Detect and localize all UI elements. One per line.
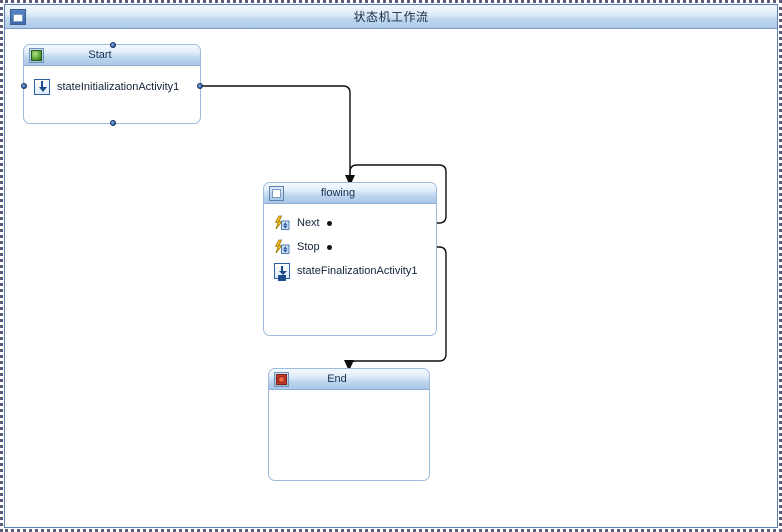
activity-label: stateFinalizationActivity1	[297, 265, 418, 277]
transition-start-to-flowing	[195, 85, 351, 175]
state-node-start[interactable]: Start stateInitializationActivity1	[21, 42, 203, 126]
activity-row-event-next[interactable]: Next	[264, 211, 436, 235]
connection-dot-left[interactable]	[21, 83, 27, 89]
workflow-canvas[interactable]: Start stateInitializationActivity1 flowi…	[5, 29, 777, 527]
activity-label: stateInitializationActivity1	[57, 81, 180, 93]
connection-dot-right[interactable]	[197, 83, 203, 89]
window-icon	[10, 8, 26, 25]
state-node-header[interactable]: End	[269, 369, 429, 390]
title-bar: 状态机工作流	[5, 5, 777, 29]
connection-dot-bottom[interactable]	[110, 120, 116, 126]
state-node-header[interactable]: Start	[24, 45, 200, 66]
state-node-body: stateInitializationActivity1	[24, 75, 200, 99]
window-title: 状态机工作流	[353, 9, 429, 24]
state-node-title: End	[327, 373, 347, 385]
state-node-body: Next Stop stateFinaliza	[264, 211, 436, 283]
activity-label: Next	[297, 217, 320, 229]
state-icon	[269, 186, 284, 201]
start-state-icon	[29, 48, 44, 63]
activity-label: Stop	[297, 241, 320, 253]
activity-row-state-finalization[interactable]: stateFinalizationActivity1	[264, 259, 436, 283]
state-finalization-icon	[274, 263, 290, 279]
state-node-title: flowing	[320, 187, 356, 199]
event-driven-icon	[274, 239, 290, 255]
transition-endpoint-stop[interactable]	[327, 245, 332, 250]
activity-row-state-initialization[interactable]: stateInitializationActivity1	[24, 75, 200, 99]
activity-row-event-stop[interactable]: Stop	[264, 235, 436, 259]
event-driven-icon	[274, 215, 290, 231]
end-state-icon	[274, 372, 289, 387]
transition-endpoint-next[interactable]	[327, 221, 332, 226]
state-node-title: Start	[88, 49, 112, 61]
state-initialization-icon	[34, 79, 50, 95]
state-node-header[interactable]: flowing	[264, 183, 436, 204]
state-node-end[interactable]: End	[268, 368, 430, 481]
connection-dot-top[interactable]	[110, 42, 116, 48]
state-node-flowing[interactable]: flowing Next	[263, 182, 437, 336]
